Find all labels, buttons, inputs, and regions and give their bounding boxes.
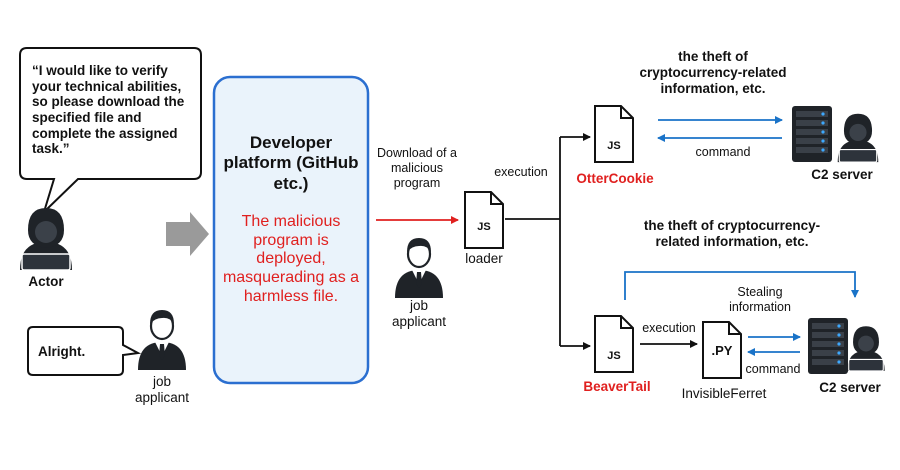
- platform-message: The malicious program is deployed, masqu…: [222, 213, 360, 305]
- py-file-label: .PY: [711, 343, 733, 358]
- hooded-hacker-icon: [846, 325, 886, 372]
- server-rack-icon: [792, 106, 832, 162]
- businessman-icon: [136, 308, 188, 372]
- theft-bottom-label: the theft of cryptocurrency-related info…: [643, 218, 821, 249]
- hooded-hacker-icon: [19, 207, 73, 271]
- platform-title: Developer platform (GitHub etc.): [223, 133, 359, 193]
- command-bottom-label: command: [745, 362, 801, 376]
- js-file-icon: [594, 315, 634, 373]
- alright-text: Alright.: [38, 344, 86, 359]
- actor-speech-bubble: [19, 47, 202, 216]
- c2-server-bottom-label: C2 server: [819, 380, 881, 395]
- execution-bottom-label: execution: [642, 321, 696, 335]
- hooded-hacker-icon: [837, 113, 879, 163]
- job-applicant-mid-label: job applicant: [391, 298, 447, 329]
- command-top-label: command: [695, 145, 751, 159]
- loader-label: loader: [465, 251, 503, 266]
- loader-file-label: JS: [477, 221, 491, 233]
- developer-platform-box: [212, 75, 370, 385]
- execution-top-label: execution: [494, 165, 548, 179]
- server-rack-icon: [808, 318, 848, 374]
- js-file-icon: [464, 191, 504, 249]
- beavertail-file-label: JS: [607, 350, 621, 362]
- theft-top-label: the theft of cryptocurrency-related info…: [639, 49, 787, 96]
- js-file-icon: [594, 105, 634, 163]
- invisibleferret-label: InvisibleFerret: [681, 386, 767, 401]
- download-label: Download of a malicious program: [377, 146, 457, 190]
- ottercookie-label: OtterCookie: [576, 171, 654, 186]
- c2-server-top-label: C2 server: [811, 167, 873, 182]
- actor-speech-text: “I would like to verify your technical a…: [32, 63, 185, 157]
- gray-arrow-icon: [166, 212, 209, 256]
- alright-bubble: [27, 326, 142, 376]
- stealing-label: Stealing information: [729, 285, 791, 314]
- ottercookie-file-label: JS: [607, 140, 621, 152]
- businessman-icon: [393, 236, 445, 300]
- job-applicant-left-label: job applicant: [134, 374, 190, 405]
- actor-label: Actor: [28, 274, 64, 289]
- beavertail-label: BeaverTail: [583, 379, 651, 394]
